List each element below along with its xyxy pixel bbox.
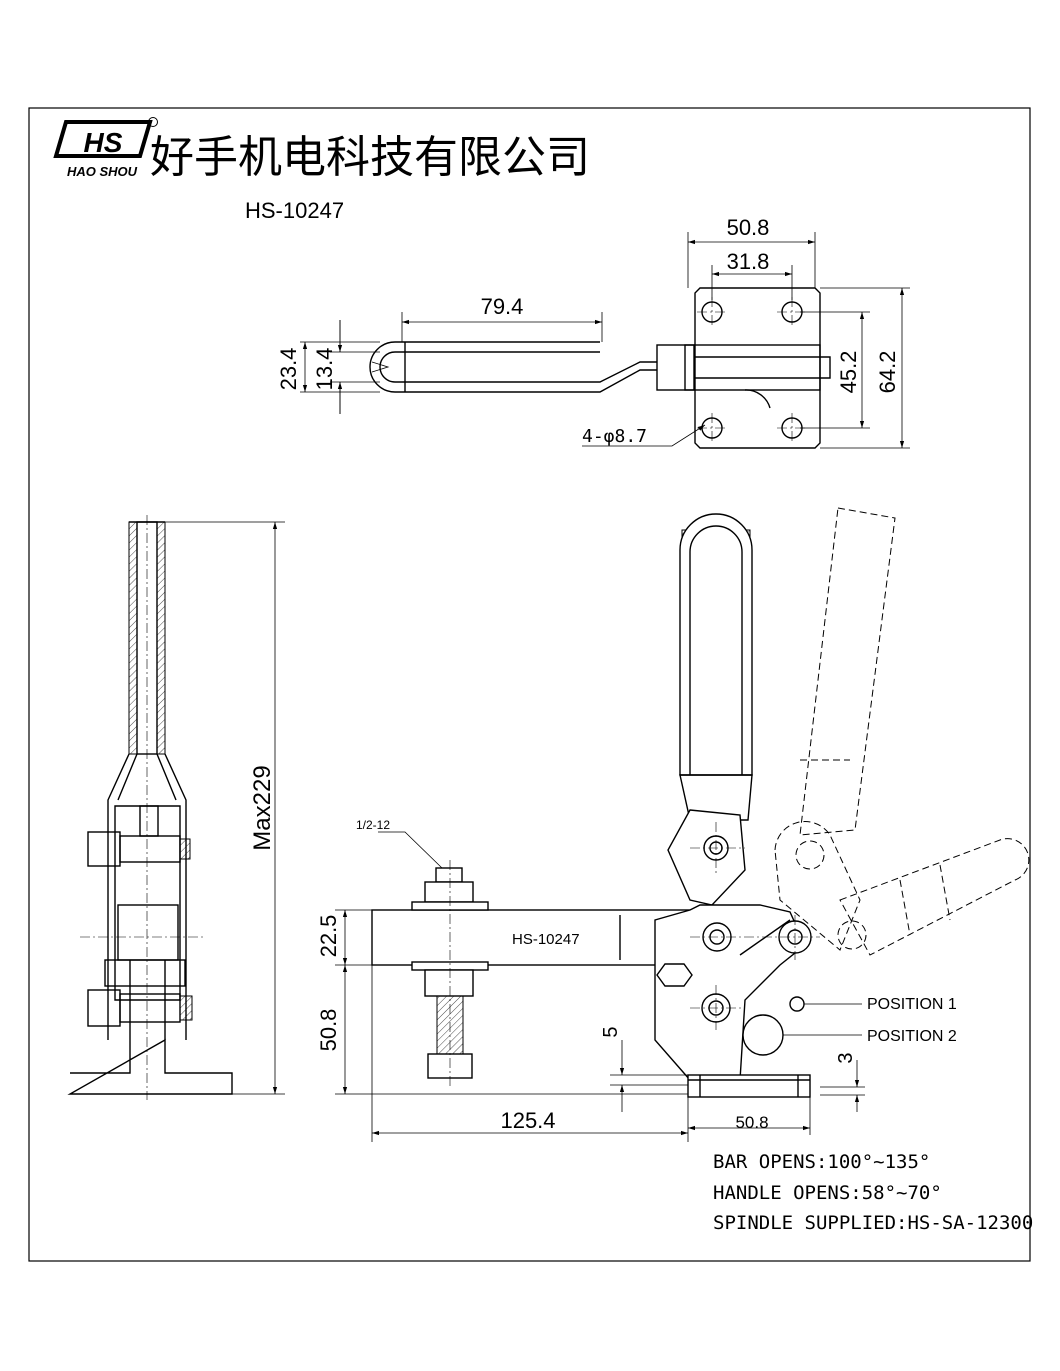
- drawing-frame: [28, 107, 1031, 1262]
- dim-base-width: 50.8: [735, 1113, 768, 1132]
- side-view: Max229: [67, 515, 285, 1100]
- model-number: HS-10247: [245, 198, 344, 223]
- dim-bar-height: 50.8: [316, 1009, 341, 1052]
- logo-text: HS: [84, 127, 123, 158]
- dim-bar-thickness: 22.5: [316, 915, 341, 958]
- dim-max-height: Max229: [249, 765, 276, 850]
- spec-spindle: SPINDLE SUPPLIED:HS-SA-12300: [713, 1212, 1033, 1234]
- dim-plate-height: 64.2: [875, 351, 900, 394]
- position-1-label: POSITION 1: [867, 996, 957, 1013]
- logo-subtitle: HAO SHOU: [67, 164, 138, 179]
- thread-size: 1/2-12: [356, 818, 390, 832]
- top-view: 50.8 31.8 79.4 23.4 13.4 45.2 64.2 4-φ8.…: [276, 215, 910, 449]
- spec-handle-opens: HANDLE OPENS:58°~70°: [713, 1182, 942, 1204]
- open-position-phantom: [774, 507, 1030, 956]
- dim-holes: 4-φ8.7: [582, 426, 647, 447]
- dim-offset-5: 5: [600, 1026, 622, 1037]
- front-view: 1/2-12 HS-10247 22.5 50.8 125.4 50.8 5 3…: [316, 507, 1030, 1142]
- spec-notes: BAR OPENS:100°~135° HANDLE OPENS:58°~70°…: [713, 1151, 1033, 1234]
- bar-model-label: HS-10247: [512, 931, 580, 948]
- company-logo: HS HAO SHOU: [53, 117, 158, 179]
- dim-hole-spacing-y: 45.2: [836, 351, 861, 394]
- dim-handle-width-outer: 23.4: [276, 348, 301, 391]
- mounting-holes: [697, 297, 807, 443]
- dim-plate-width: 50.8: [727, 215, 770, 240]
- company-name: 好手机电科技有限公司: [150, 133, 590, 182]
- dim-handle-width-inner: 13.4: [312, 348, 337, 391]
- dim-bar-length: 125.4: [500, 1108, 555, 1133]
- dim-hole-spacing-x: 31.8: [727, 249, 770, 274]
- dim-handle-length: 79.4: [481, 294, 524, 319]
- dim-offset-3: 3: [835, 1052, 857, 1063]
- registered-mark-icon: [148, 117, 158, 127]
- spec-bar-opens: BAR OPENS:100°~135°: [713, 1151, 930, 1173]
- position-2-label: POSITION 2: [867, 1028, 957, 1045]
